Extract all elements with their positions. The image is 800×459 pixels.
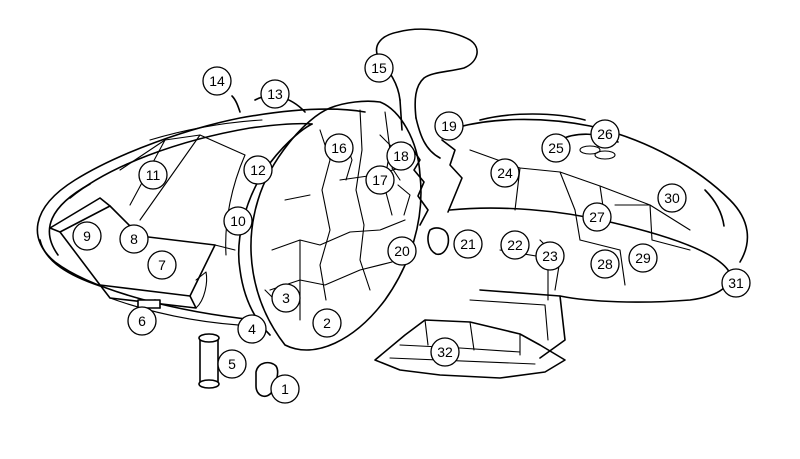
svg-text:10: 10 [230, 213, 246, 229]
callout-6: 6 [127, 306, 157, 336]
svg-text:16: 16 [331, 140, 347, 156]
callout-7: 7 [147, 250, 177, 280]
svg-text:13: 13 [267, 86, 283, 102]
svg-text:11: 11 [146, 167, 161, 183]
callout-10: 10 [223, 206, 253, 236]
callout-2: 2 [312, 308, 342, 338]
callout-22: 22 [500, 230, 530, 260]
svg-text:30: 30 [664, 190, 680, 206]
callout-30: 30 [657, 183, 687, 213]
svg-text:4: 4 [248, 321, 256, 337]
svg-text:22: 22 [507, 237, 523, 253]
svg-text:17: 17 [372, 172, 388, 188]
svg-text:26: 26 [597, 126, 613, 142]
left-hull-section [36, 95, 366, 336]
callout-5: 5 [217, 349, 247, 379]
callout-12: 12 [243, 155, 273, 185]
svg-text:2: 2 [323, 315, 331, 331]
callout-23: 23 [535, 241, 565, 271]
svg-text:14: 14 [209, 73, 225, 89]
svg-text:12: 12 [250, 162, 266, 178]
svg-text:9: 9 [83, 228, 91, 244]
svg-text:31: 31 [728, 275, 744, 291]
svg-text:24: 24 [497, 165, 513, 181]
svg-text:6: 6 [138, 313, 146, 329]
right-hull-section [441, 113, 749, 359]
callout-18: 18 [386, 141, 416, 171]
svg-text:32: 32 [437, 344, 453, 360]
svg-text:7: 7 [158, 257, 166, 273]
callout-14: 14 [202, 66, 232, 96]
callout-9: 9 [72, 221, 102, 251]
svg-text:19: 19 [441, 118, 457, 134]
callout-31: 31 [721, 268, 751, 298]
svg-text:20: 20 [394, 243, 410, 259]
callouts: 1 2 3 4 5 6 7 8 9 10 11 12 13 14 15 16 1… [72, 53, 751, 404]
svg-text:1: 1 [281, 381, 289, 397]
callout-24: 24 [490, 158, 520, 188]
callout-11: 11 [138, 160, 168, 190]
svg-text:29: 29 [635, 250, 651, 266]
callout-28: 28 [590, 249, 620, 279]
svg-text:3: 3 [282, 290, 290, 306]
svg-text:8: 8 [130, 231, 138, 247]
svg-text:28: 28 [597, 256, 613, 272]
callout-32: 32 [430, 337, 460, 367]
callout-25: 25 [541, 133, 571, 163]
loose-parts [137, 227, 450, 398]
callout-8: 8 [119, 224, 149, 254]
callout-17: 17 [365, 165, 395, 195]
callout-19: 19 [434, 111, 464, 141]
callout-16: 16 [324, 133, 354, 163]
callout-13: 13 [260, 79, 290, 109]
callout-21: 21 [453, 229, 483, 259]
callout-1: 1 [270, 374, 300, 404]
callout-20: 20 [387, 236, 417, 266]
svg-text:23: 23 [542, 248, 558, 264]
callout-3: 3 [271, 283, 301, 313]
svg-text:21: 21 [460, 236, 476, 252]
svg-text:25: 25 [548, 140, 564, 156]
svg-text:5: 5 [228, 356, 236, 372]
svg-text:27: 27 [589, 209, 605, 225]
top-plume [375, 28, 478, 159]
callout-15: 15 [364, 53, 394, 83]
lower-deck-panel [374, 319, 566, 379]
svg-text:15: 15 [371, 60, 387, 76]
callout-27: 27 [582, 202, 612, 232]
callout-26: 26 [590, 119, 620, 149]
svg-text:18: 18 [393, 148, 409, 164]
callout-4: 4 [237, 314, 267, 344]
callout-29: 29 [628, 243, 658, 273]
